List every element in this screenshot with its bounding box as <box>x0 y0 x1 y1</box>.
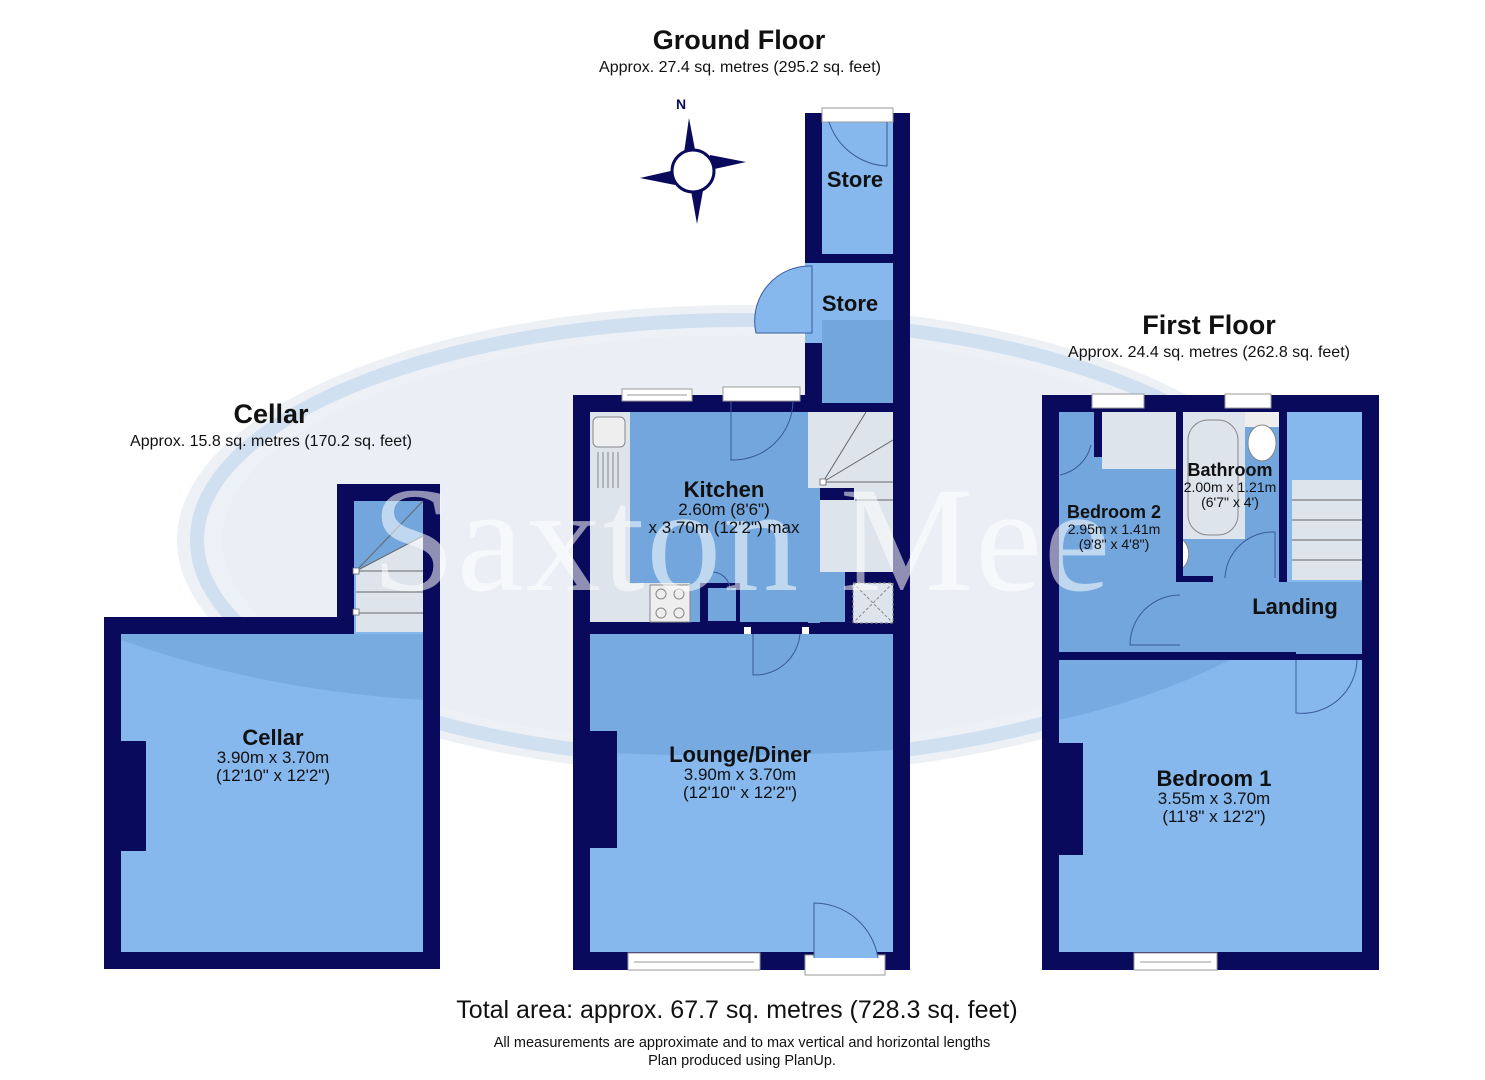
room-bathroom: Bathroom 2.00m x 1.21m (6'7" x 4') <box>1183 460 1277 510</box>
first-floor-area: Approx. 24.4 sq. metres (262.8 sq. feet) <box>1068 344 1350 361</box>
room-store-lower: Store <box>821 291 879 316</box>
room-store-upper: Store <box>826 167 884 192</box>
room-kitchen: Kitchen 2.60m (8'6") x 3.70m (12'2") max <box>648 477 800 537</box>
compass-icon <box>640 118 746 224</box>
room-bedroom-1: Bedroom 1 3.55m x 3.70m (11'8" x 12'2") <box>1156 766 1272 826</box>
ground-floor-title: Ground Floor <box>652 25 826 55</box>
first-floor-plan <box>1042 393 1379 971</box>
total-area: Total area: approx. 67.7 sq. metres (728… <box>456 996 1018 1024</box>
ground-floor-plan <box>573 107 910 976</box>
first-floor-title: First Floor <box>1142 310 1276 340</box>
room-lounge-diner: Lounge/Diner 3.90m x 3.70m (12'10" x 12'… <box>669 742 811 802</box>
measurement-disclaimer: All measurements are approximate and to … <box>493 1035 991 1051</box>
plan-credit: Plan produced using PlanUp. <box>648 1053 836 1069</box>
room-cellar: Cellar 3.90m x 3.70m (12'10" x 12'2") <box>215 725 331 785</box>
cellar-plan <box>104 484 440 969</box>
room-bedroom-2: Bedroom 2 2.95m x 1.41m (9'8" x 4'8") <box>1066 502 1162 552</box>
room-landing: Landing <box>1252 594 1338 619</box>
watermark-text: Saxton Mee <box>371 457 1113 623</box>
compass-north-label: N <box>676 96 687 112</box>
cellar-area: Approx. 15.8 sq. metres (170.2 sq. feet) <box>130 433 412 450</box>
cellar-title: Cellar <box>233 399 309 429</box>
ground-floor-area: Approx. 27.4 sq. metres (295.2 sq. feet) <box>599 59 881 76</box>
